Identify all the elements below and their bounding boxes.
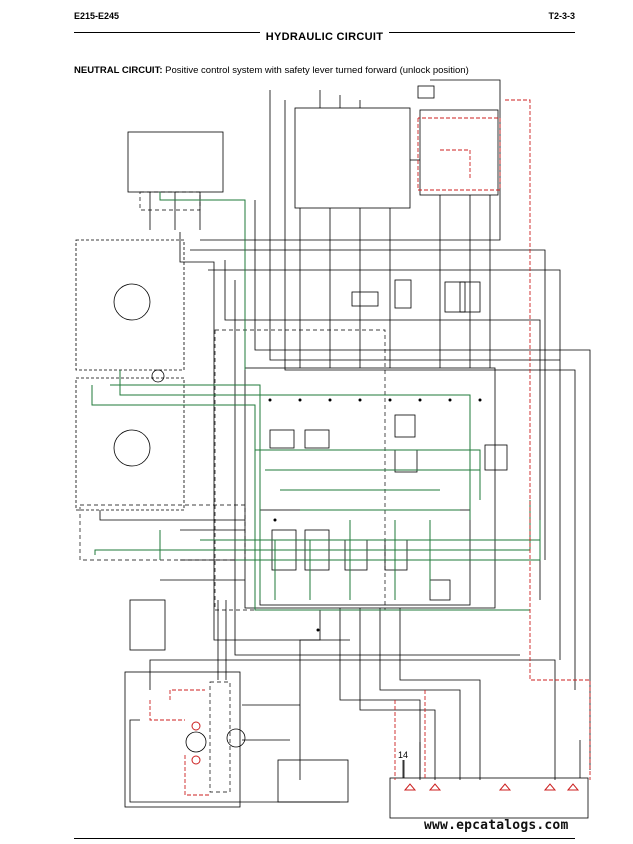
accumulator-1: [444, 281, 466, 313]
subtitle-text: Positive control system with safety leve…: [162, 65, 469, 76]
pilot-lines-green: [91, 192, 541, 611]
travel-motor-bottom: [113, 429, 151, 467]
check-valve-2: [394, 279, 412, 309]
main-pump-box: [124, 671, 241, 808]
page-title: HYDRAULIC CIRCUIT: [259, 31, 390, 43]
spool-8: [484, 444, 508, 471]
relay-block: [389, 777, 589, 819]
pilot-valve-block: [294, 107, 411, 209]
travel-motor-top: [113, 283, 151, 321]
spool-6: [384, 539, 408, 571]
swivel-joint: [151, 369, 165, 383]
spool-9: [429, 579, 451, 601]
spool-2: [304, 429, 330, 449]
spool-10: [394, 414, 416, 438]
drain-lines-red: [149, 99, 591, 796]
subtitle: NEUTRAL CIRCUIT: Positive control system…: [74, 65, 469, 76]
page-code: T2-3-3: [548, 11, 575, 21]
page-title-wrap: HYDRAULIC CIRCUIT: [74, 27, 575, 45]
pump-circle-2: [226, 728, 246, 748]
pump-circle: [185, 731, 207, 753]
watermark-url[interactable]: www.epcatalogs.com: [424, 818, 569, 833]
check-valve-1: [351, 291, 379, 307]
subtitle-lead: NEUTRAL CIRCUIT:: [74, 65, 163, 76]
filter-box: [277, 759, 349, 803]
travel-motor-box-left-top: [75, 239, 185, 371]
spool-1: [269, 429, 295, 449]
travel-pilot-block: [419, 109, 499, 196]
swing-valve: [129, 599, 166, 651]
spool-7: [394, 449, 418, 473]
callout-number: 14: [398, 750, 409, 760]
footer-rule: [74, 838, 575, 839]
spool-5: [344, 539, 368, 571]
valve-sub-block: [259, 509, 471, 606]
model-code: E215-E245: [74, 11, 120, 21]
pilot-pump-box: [127, 131, 224, 193]
main-lines: [75, 79, 591, 819]
main-control-valve: [244, 367, 496, 609]
tank-symbol: [417, 85, 435, 99]
